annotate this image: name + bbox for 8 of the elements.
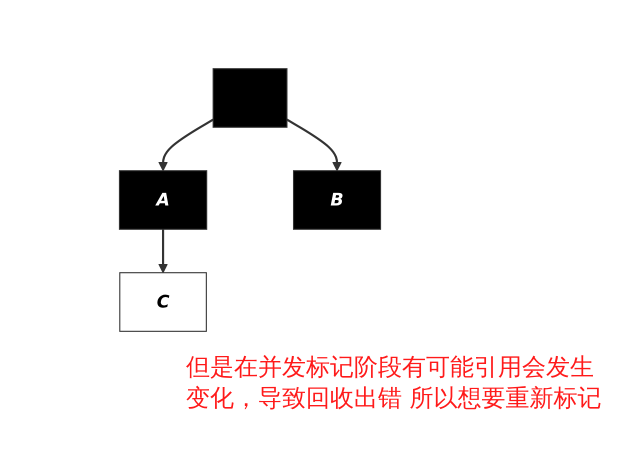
node-box: C [119,272,207,332]
arrow [158,118,214,172]
note-text: 但是在并发标记阶段有可能引用会发生变化，导致回收出错 所以想要重新标记 [186,352,603,414]
node-box: A [118,170,208,230]
arrow [286,118,342,172]
node-box [212,68,288,128]
node-box: B [292,170,382,230]
arrow [158,229,168,274]
